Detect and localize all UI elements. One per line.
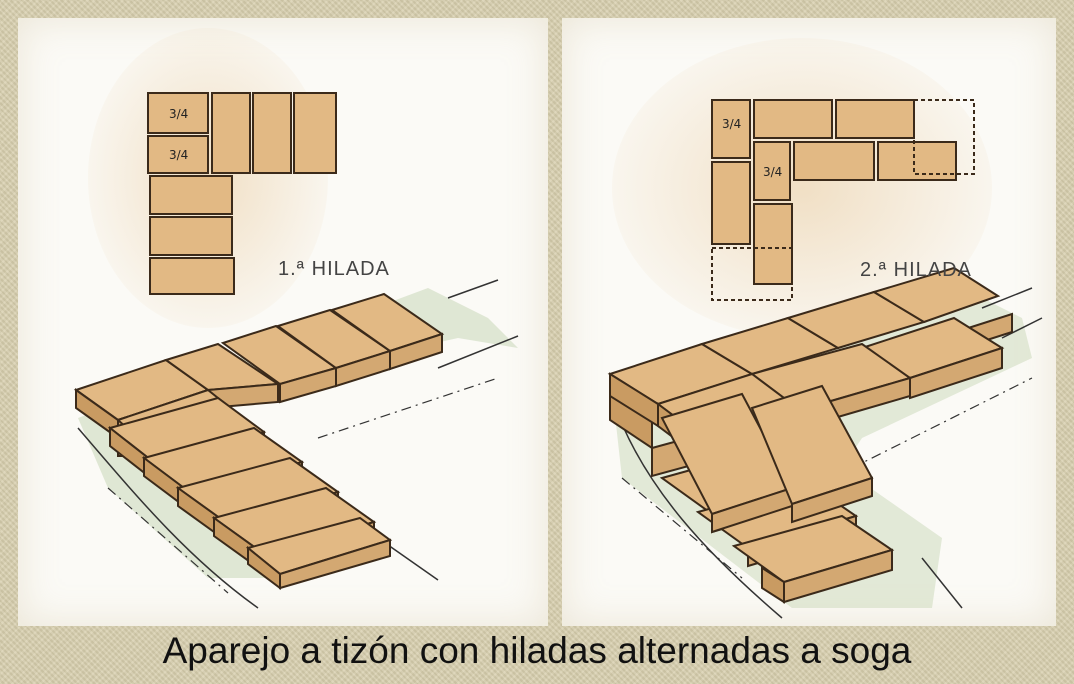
plan-view-second-course	[711, 99, 975, 301]
figure-second-course: 3/4 3/4	[562, 18, 1056, 626]
figure-first-course: 3/4 3/4	[18, 18, 548, 626]
plan-brick-three-quarter	[147, 135, 209, 174]
course-label: 2.ª HILADA	[860, 259, 972, 281]
plan-brick	[149, 216, 233, 256]
plan-brick	[793, 141, 875, 181]
perspective-view-first-course	[73, 279, 519, 609]
plan-brick	[149, 257, 235, 295]
plan-brick	[835, 99, 915, 139]
figure-caption: Aparejo a tizón con hiladas alternadas a…	[162, 630, 912, 671]
plan-brick	[711, 161, 751, 245]
plan-brick-outline	[913, 99, 975, 175]
fraction-mark: 3/4	[169, 107, 188, 121]
plan-brick	[753, 203, 793, 285]
plan-brick-three-quarter	[147, 92, 209, 134]
plan-brick	[293, 92, 337, 174]
plan-brick	[753, 99, 833, 139]
course-label: 1.ª HILADA	[278, 258, 390, 280]
plan-brick-three-quarter	[753, 141, 791, 201]
plan-brick	[149, 175, 233, 215]
first-course-drawing: 3/4 3/4	[73, 28, 519, 609]
fraction-mark: 3/4	[722, 117, 741, 131]
plan-brick	[252, 92, 292, 174]
fraction-mark: 3/4	[763, 165, 782, 179]
perspective-view-second-course	[607, 266, 1043, 619]
fraction-mark: 3/4	[169, 148, 188, 162]
second-course-drawing: 3/4 3/4	[607, 38, 1043, 619]
plan-brick-outline	[711, 247, 793, 301]
plan-brick-three-quarter	[711, 99, 751, 159]
plan-brick	[211, 92, 251, 174]
plan-view-first-course	[147, 92, 337, 295]
